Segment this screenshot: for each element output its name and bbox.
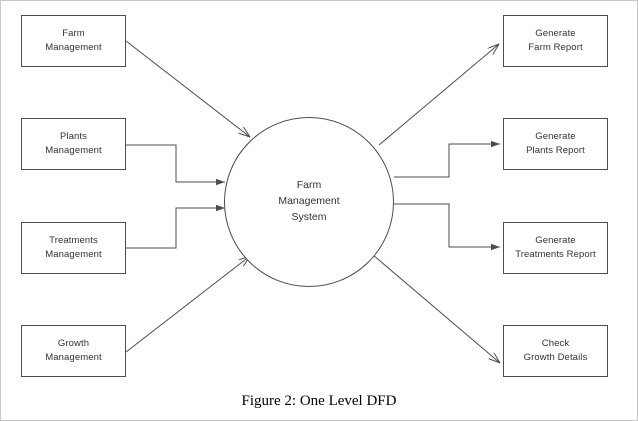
entity-check-growth-details-label: Check Growth Details [523,338,588,363]
flow-plants-management-to-system [126,144,225,186]
entity-plants-management-label: Plants Management [45,131,102,156]
flow-system-upper-right-to-farm-report [378,44,499,146]
process-farm-management-system[interactable]: Farm Management System [224,117,394,287]
flow-system-to-generate-treatments-report [394,203,500,251]
entity-treatments-management-label: Treatments Management [45,235,102,260]
flow-treatments-management-to-system [126,204,225,249]
entity-farm-management[interactable]: Farm Management [21,15,126,67]
entity-generate-treatments-report[interactable]: Generate Treatments Report [503,222,608,274]
entity-generate-farm-report[interactable]: Generate Farm Report [503,15,608,67]
entity-check-growth-details[interactable]: Check Growth Details [503,325,608,377]
entity-generate-farm-report-label: Generate Farm Report [528,28,583,53]
flow-system-to-generate-plants-report [394,140,500,178]
flow-system-to-check-growth-details [372,254,500,363]
entity-treatments-management[interactable]: Treatments Management [21,222,126,274]
flow-farm-management-to-system [125,40,250,137]
process-farm-management-system-label: Farm Management System [278,179,340,223]
entity-farm-management-label: Farm Management [45,28,102,53]
figure-caption: Figure 2: One Level DFD [241,393,397,409]
entity-generate-plants-report-label: Generate Plants Report [526,131,585,156]
entity-generate-plants-report[interactable]: Generate Plants Report [503,118,608,170]
entity-plants-management[interactable]: Plants Management [21,118,126,170]
entity-growth-management-label: Growth Management [45,338,102,363]
flow-growth-management-to-system [125,256,250,353]
entity-growth-management[interactable]: Growth Management [21,325,126,377]
entity-generate-treatments-report-label: Generate Treatments Report [515,235,596,260]
